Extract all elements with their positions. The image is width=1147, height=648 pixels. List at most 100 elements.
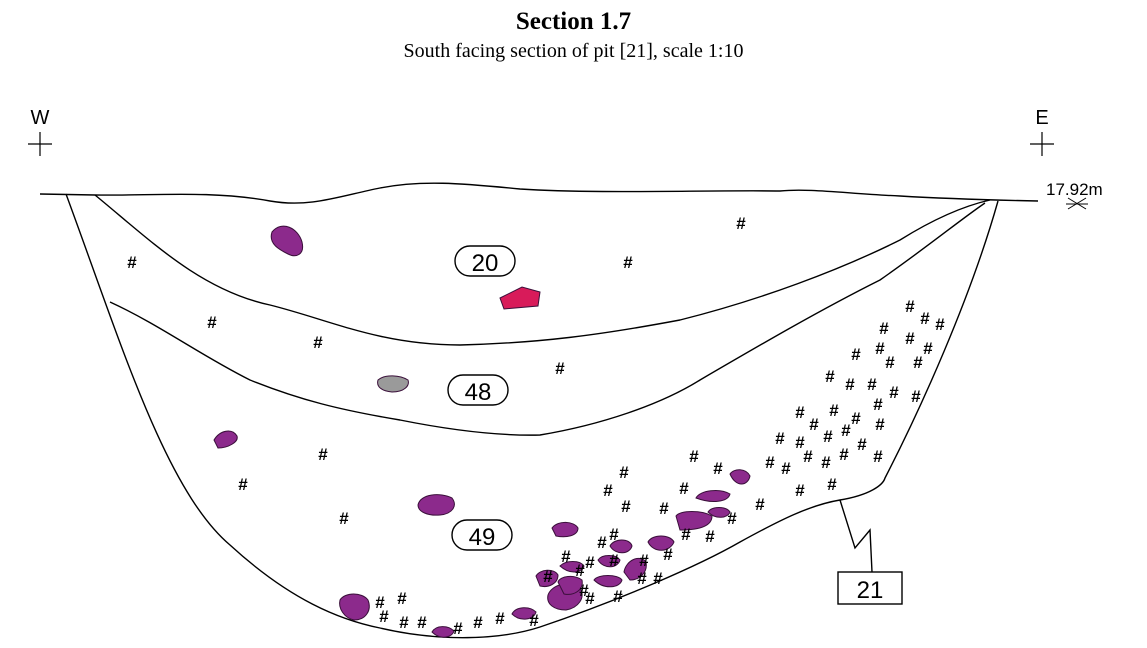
hash-mark-72: #	[453, 619, 463, 638]
hash-mark-29: #	[873, 395, 883, 414]
pit-cut-outline	[65, 193, 999, 639]
hash-mark-28: #	[851, 409, 861, 428]
hash-mark-13: #	[879, 319, 889, 338]
stone-2	[499, 286, 541, 310]
cut-leader-line	[839, 499, 873, 573]
hash-mark-26: #	[809, 415, 819, 434]
stone-3	[377, 375, 409, 393]
hash-mark-59: #	[579, 581, 589, 600]
hash-mark-64: #	[543, 567, 553, 586]
hash-mark-68: #	[397, 589, 407, 608]
stone-1	[270, 225, 304, 257]
hash-mark-42: #	[689, 447, 699, 466]
hash-mark-36: #	[765, 453, 775, 472]
hash-mark-32: #	[823, 427, 833, 446]
hash-mark-20: #	[825, 367, 835, 386]
hash-mark-55: #	[637, 569, 647, 588]
hash-mark-17: #	[875, 339, 885, 358]
hash-mark-22: #	[867, 375, 877, 394]
hash-mark-19: #	[913, 353, 923, 372]
hash-mark-76: #	[795, 481, 805, 500]
hash-mark-40: #	[839, 445, 849, 464]
stone-9	[511, 607, 537, 620]
context-label-20: 20	[454, 245, 516, 277]
stone-20	[695, 490, 731, 502]
hash-mark-57: #	[597, 533, 607, 552]
hash-mark-31: #	[795, 433, 805, 452]
stone-7	[339, 593, 370, 621]
stone-11	[535, 569, 559, 587]
interface-48-49-line	[109, 202, 986, 436]
west-crosshair	[28, 132, 52, 156]
hash-mark-9: #	[339, 509, 349, 528]
hash-mark-56: #	[609, 525, 619, 544]
hash-mark-18: #	[885, 353, 895, 372]
interface-20-48-line	[94, 194, 991, 346]
hash-mark-15: #	[923, 339, 933, 358]
stone-17	[623, 557, 647, 581]
hash-mark-49: #	[755, 495, 765, 514]
hash-mark-62: #	[609, 551, 619, 570]
hash-mark-14: #	[905, 329, 915, 348]
stone-15	[597, 555, 621, 568]
hash-mark-27: #	[829, 401, 839, 420]
context-label-21-text: 21	[857, 577, 884, 604]
hash-mark-2: #	[736, 214, 746, 233]
hash-mark-44: #	[619, 463, 629, 482]
section-subtitle: South facing section of pit [21], scale …	[403, 40, 744, 62]
hash-mark-54: #	[653, 569, 663, 588]
hash-mark-47: #	[659, 499, 669, 518]
hash-mark-5: #	[313, 333, 323, 352]
datum-marker	[1066, 197, 1088, 210]
hash-mark-33: #	[841, 421, 851, 440]
hash-mark-6: #	[555, 359, 565, 378]
context-label-48: 48	[447, 374, 509, 406]
hash-mark-7: #	[318, 445, 328, 464]
hash-mark-50: #	[727, 509, 737, 528]
stone-18	[647, 535, 675, 551]
hash-mark-77: #	[827, 475, 837, 494]
hash-mark-43: #	[713, 459, 723, 478]
hash-mark-35: #	[875, 415, 885, 434]
stone-14	[593, 575, 623, 588]
stone-13	[559, 561, 585, 573]
stone-6	[551, 521, 579, 538]
context-label-49: 49	[451, 519, 513, 551]
context-label-21: 21	[837, 571, 903, 605]
hash-mark-63: #	[639, 551, 649, 570]
hash-mark-60: #	[561, 547, 571, 566]
hash-mark-61: #	[575, 561, 585, 580]
hash-mark-48: #	[679, 479, 689, 498]
west-label: W	[31, 107, 50, 129]
hash-mark-38: #	[803, 447, 813, 466]
ground-surface-line	[39, 182, 1039, 204]
hash-mark-65: #	[585, 589, 595, 608]
hash-mark-24: #	[911, 387, 921, 406]
stone-16	[609, 539, 633, 554]
hash-mark-58: #	[585, 553, 595, 572]
hash-mark-8: #	[238, 475, 248, 494]
hash-mark-10: #	[905, 297, 915, 316]
hash-mark-74: #	[495, 609, 505, 628]
hash-mark-37: #	[781, 459, 791, 478]
hash-mark-69: #	[379, 607, 389, 626]
hash-mark-67: #	[375, 593, 385, 612]
hash-mark-3: #	[623, 253, 633, 272]
stone-21	[707, 507, 731, 518]
stone-12	[557, 575, 583, 595]
hash-mark-41: #	[873, 447, 883, 466]
datum-label: 17.92m	[1046, 180, 1103, 199]
hash-mark-4: #	[207, 313, 217, 332]
hash-mark-12: #	[935, 315, 945, 334]
hash-mark-66: #	[613, 587, 623, 606]
hash-mark-71: #	[417, 613, 427, 632]
east-label: E	[1035, 107, 1048, 129]
hash-mark-25: #	[795, 403, 805, 422]
section-title: Section 1.7	[515, 8, 632, 35]
hash-mark-73: #	[473, 613, 483, 632]
hash-mark-30: #	[775, 429, 785, 448]
hash-mark-45: #	[603, 481, 613, 500]
inclusion-hash-marks: ########################################…	[127, 214, 945, 638]
hash-mark-16: #	[851, 345, 861, 364]
hash-mark-1: #	[127, 253, 137, 272]
